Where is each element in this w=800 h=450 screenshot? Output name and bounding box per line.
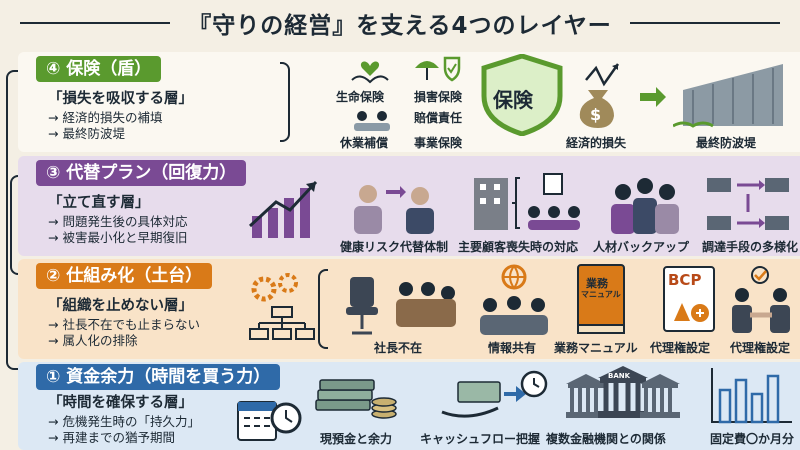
item-cash-reserve: 現預金と余力 <box>320 432 393 446</box>
hands-heart-icon <box>351 61 389 84</box>
layer-funds: ① 資金余力（時間を買う力） 「時間を確保する層」 → 危機発生時の「持久力」 … <box>18 362 800 450</box>
layer-alternative-desc: 「立て直す層」 → 問題発生後の具体対応 → 被害最小化と早期復旧 <box>48 194 187 246</box>
people-meeting-icon <box>354 111 390 131</box>
money-bag-icon: $ <box>579 63 620 128</box>
supply-diversity-icon <box>707 178 789 230</box>
info-share-icon <box>480 264 548 335</box>
layer-system-desc: 「組織を止めない層」 → 社長不在でも止まらない → 属人化の排除 <box>48 297 200 349</box>
layer-insurance-label: ④ 保険（盾） <box>36 56 162 82</box>
shield-label: 保険 <box>493 88 533 112</box>
layer-alternative-point-1: → 問題発生後の具体対応 <box>48 214 188 229</box>
handshake-icon <box>732 266 790 333</box>
manual-cover-line-2: マニュアル <box>581 290 621 299</box>
title-line-right <box>630 22 780 24</box>
layer-insurance-head: 「損失を吸収する層」 <box>48 91 193 107</box>
layer-alternative: ③ 代替プラン（回復力） 「立て直す層」 → 問題発生後の具体対応 → 被害最小… <box>18 156 800 256</box>
layer-alternative-label: ③ 代替プラン（回復力） <box>36 160 247 186</box>
page-title: 『守りの経営』を支える4つのレイヤー <box>188 13 612 39</box>
shield-icon <box>481 54 563 136</box>
item-business-interruption: 休業補償 <box>340 136 389 150</box>
layer-insurance-point-2: → 最終防波堤 <box>48 126 125 141</box>
layer-funds-point-1: → 危機発生時の「持久力」 <box>48 414 200 429</box>
fixed-cost-chart-icon <box>711 368 792 424</box>
item-fixed-cost-months: 固定費〇か月分 <box>710 432 795 446</box>
calendar-clock-icon <box>237 401 302 441</box>
item-business-manual: 業務マニュアル <box>554 341 638 355</box>
title-line-left <box>20 22 170 24</box>
manual-book-icon <box>577 264 625 334</box>
layer-funds-head: 「時間を確保する層」 <box>48 395 193 411</box>
arrow-right-icon <box>640 87 666 107</box>
bank-label: BANK <box>608 372 631 380</box>
item-multiple-banks: 複数金融機関との関係 <box>546 432 666 446</box>
layer-funds-point-2: → 再建までの猶予期間 <box>48 430 175 445</box>
insurance-bracket <box>280 62 290 142</box>
item-last-defense: 最終防波堤 <box>696 136 757 150</box>
layer-funds-desc: 「時間を確保する層」 → 危機発生時の「持久力」 → 再建までの猶予期間 <box>48 394 200 446</box>
seawall-icon <box>673 64 783 128</box>
bcp-label: BCP <box>668 271 702 289</box>
customer-loss-icon <box>474 173 580 230</box>
item-talent-backup: 人材バックアップ <box>593 240 690 254</box>
cashflow-icon <box>441 370 548 418</box>
item-cashflow: キャッシュフロー把握 <box>420 432 541 446</box>
bank-buildings-icon <box>566 366 680 418</box>
org-gears-icon <box>249 273 315 340</box>
item-ceo-absence: 社長不在 <box>374 341 423 355</box>
item-supply-diversity: 調達手段の多様化 <box>702 240 799 254</box>
bcp-document-icon <box>663 266 715 332</box>
system-bracket <box>318 269 328 349</box>
manual-cover-line-1: 業務 <box>586 277 608 290</box>
talent-backup-icon <box>611 178 679 234</box>
item-business-insurance: 事業保険 <box>414 136 463 150</box>
layer-alternative-head: 「立て直す層」 <box>48 195 150 211</box>
item-proxy-setting-1: 代理権設定 <box>650 341 711 355</box>
item-property-insurance: 損害保険 <box>414 90 463 104</box>
inner-bracket <box>10 175 20 275</box>
item-info-share: 情報共有 <box>488 341 537 355</box>
layer-alternative-point-2: → 被害最小化と早期復旧 <box>48 230 188 245</box>
layer-system: ② 仕組み化（土台） 「組織を止めない層」 → 社長不在でも止まらない → 属人… <box>18 259 800 359</box>
item-health-risk: 健康リスク代替体制 <box>340 240 449 254</box>
layer-funds-label: ① 資金余力（時間を買う力） <box>36 364 281 390</box>
item-customer-loss: 主要顧客喪失時の対応 <box>458 240 579 254</box>
item-proxy-setting-2: 代理権設定 <box>730 341 791 355</box>
layer-insurance: ④ 保険（盾） 「損失を吸収する層」 → 経済的損失の補填 → 最終防波堤 生命… <box>18 52 800 152</box>
cash-stack-icon <box>315 379 397 419</box>
layer-insurance-point-1: → 経済的損失の補填 <box>48 110 163 125</box>
layer-insurance-desc: 「損失を吸収する層」 → 経済的損失の補填 → 最終防波堤 <box>48 90 193 142</box>
health-backup-icon <box>354 185 434 234</box>
item-liability: 賠償責任 <box>414 111 463 125</box>
layer-system-head: 「組織を止めない層」 <box>48 298 193 314</box>
outer-bracket <box>6 70 20 370</box>
layer-system-point-1: → 社長不在でも止まらない <box>48 317 200 332</box>
layer-system-point-2: → 属人化の排除 <box>48 333 138 348</box>
item-life-insurance: 生命保険 <box>336 90 385 104</box>
empty-chair-icon <box>346 277 456 335</box>
umbrella-shield-icon <box>415 56 461 82</box>
item-economic-loss: 経済的損失 <box>566 136 627 150</box>
recovery-chart-icon <box>248 180 318 238</box>
layer-system-label: ② 仕組み化（土台） <box>36 263 213 289</box>
svg-text:$: $ <box>590 105 601 124</box>
